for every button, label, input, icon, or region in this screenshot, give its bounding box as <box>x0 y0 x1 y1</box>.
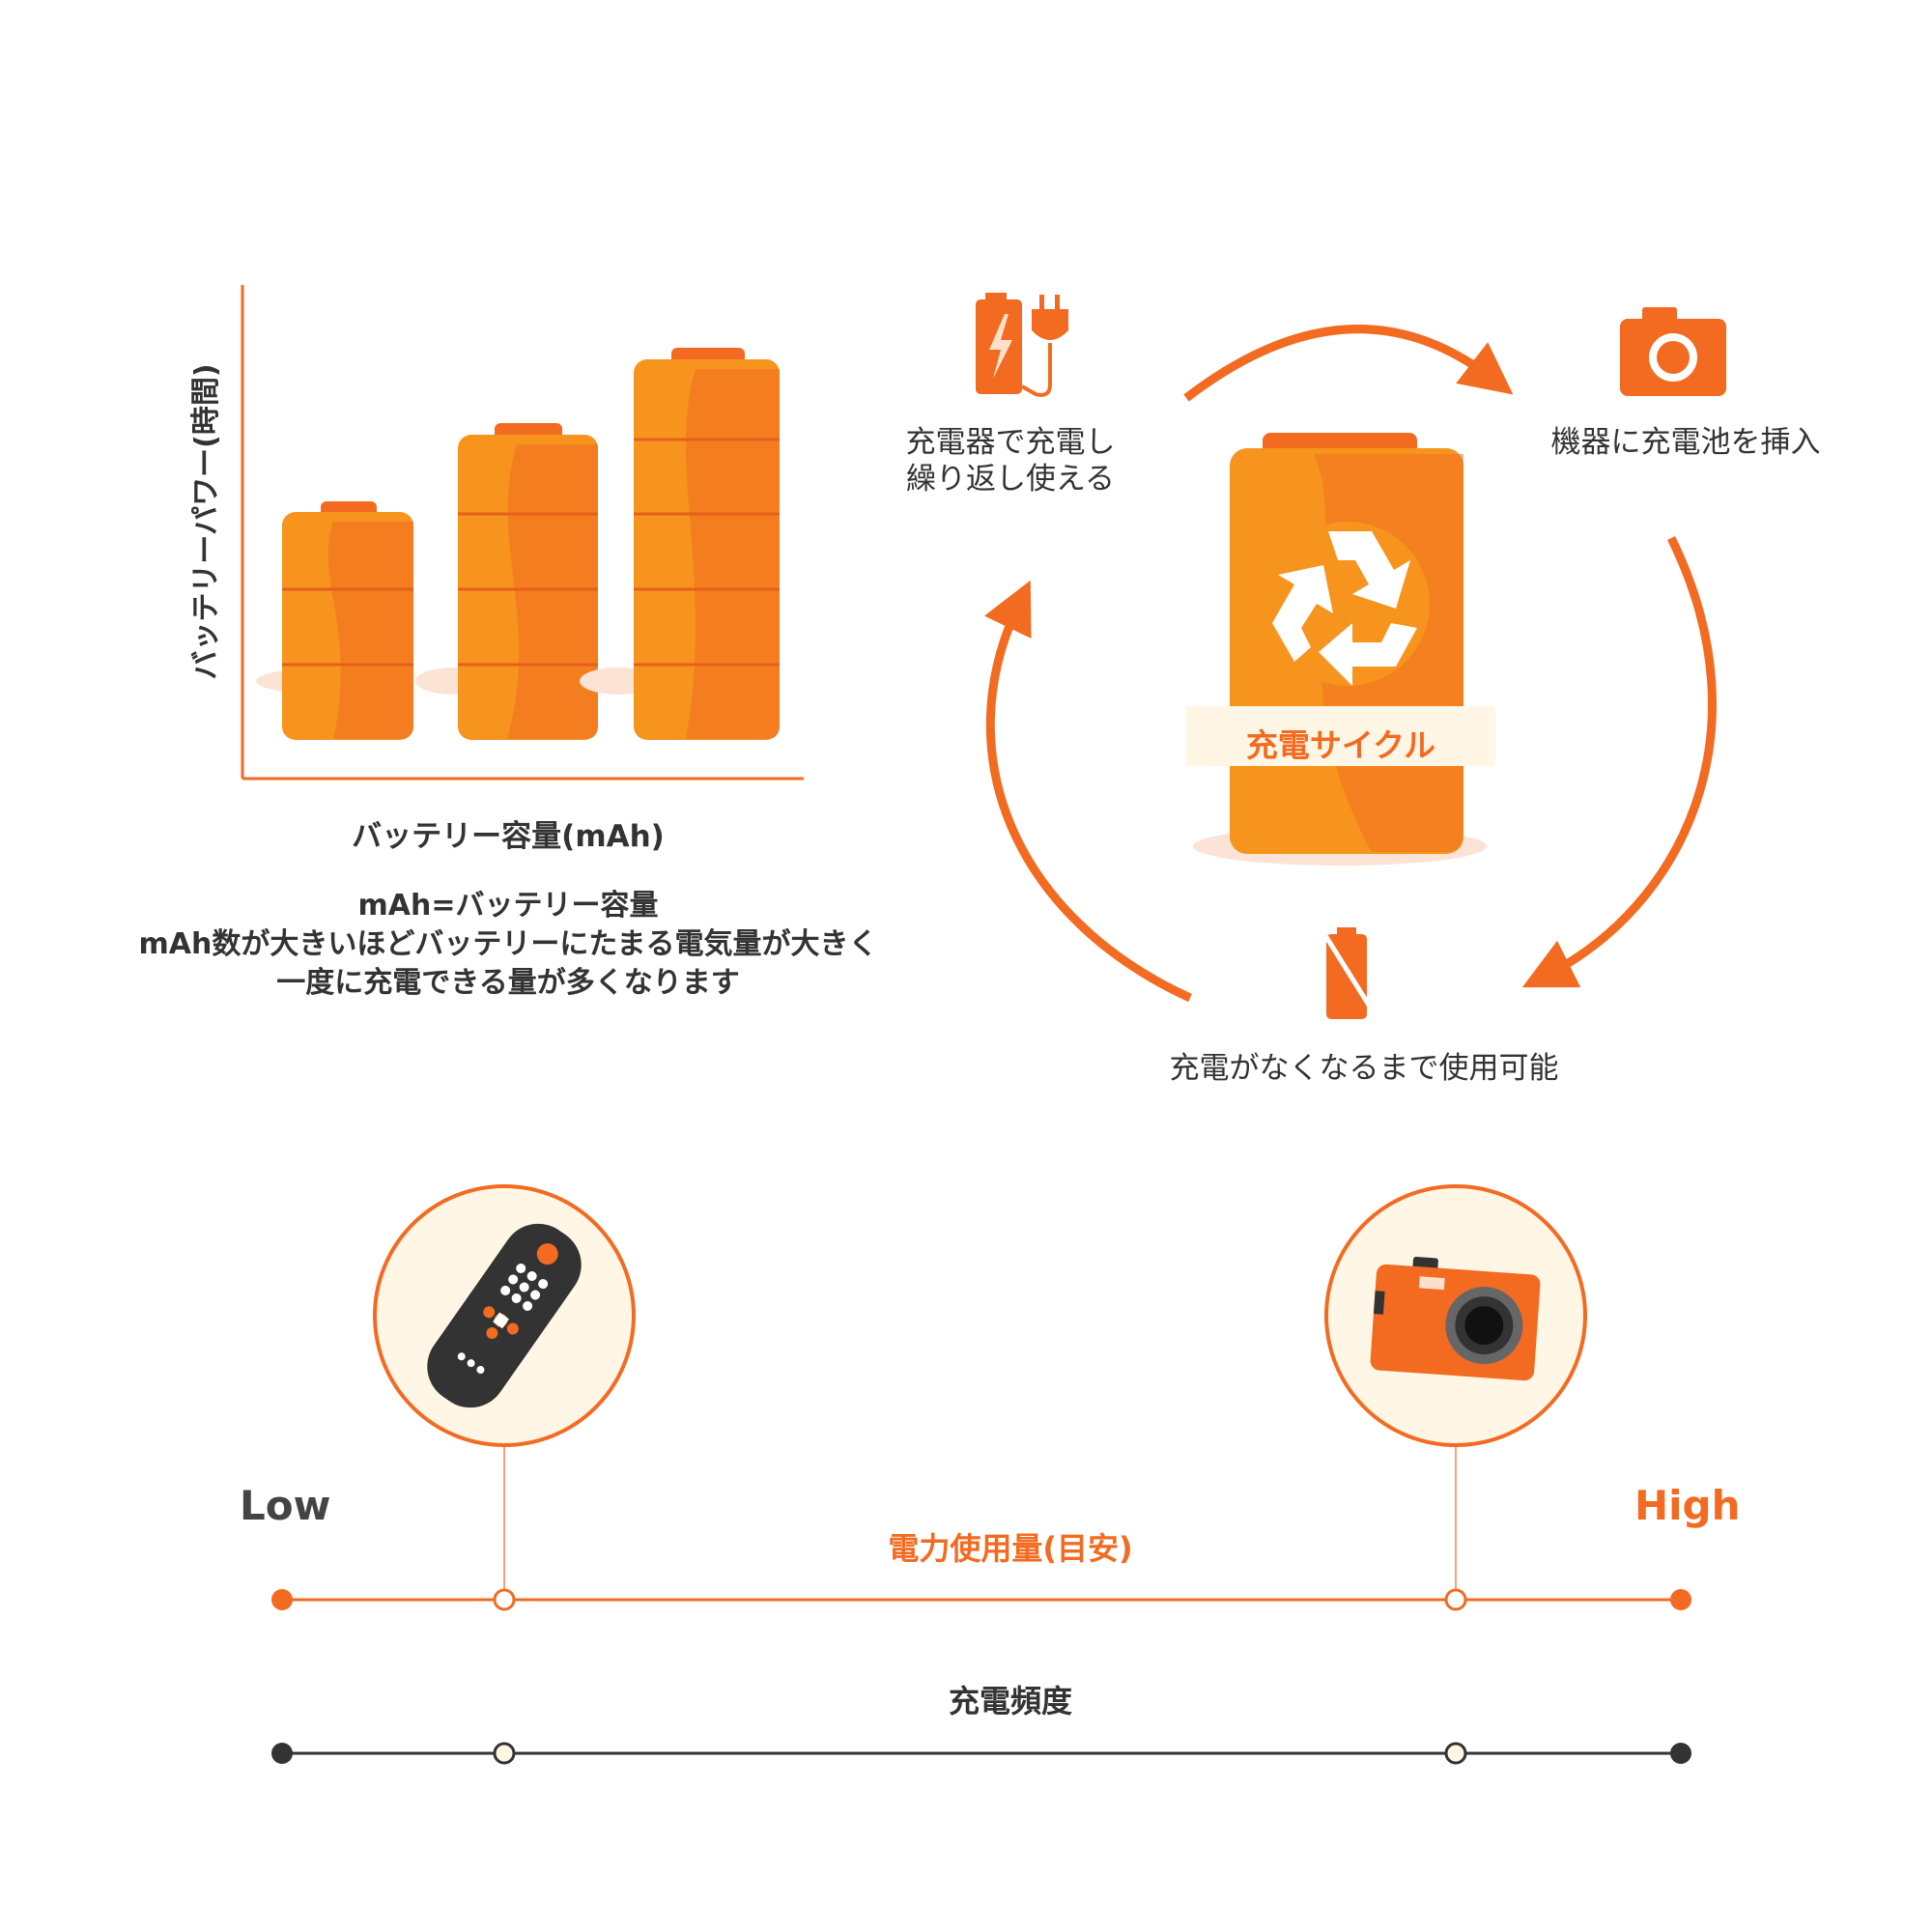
charge-cycle-graphic <box>976 293 1726 1019</box>
cycle-step-insert: 機器に充電池を挿入 <box>1550 425 1821 460</box>
scale-high-label: High <box>1634 1482 1741 1529</box>
charge-frequency-label: 充電頻度 <box>948 1683 1073 1719</box>
remote-control-icon <box>373 1184 636 1447</box>
battery-large <box>580 348 780 740</box>
power-usage-label: 電力使用量(目安) <box>888 1530 1133 1567</box>
battery-medium <box>415 423 598 740</box>
battery-small <box>256 501 413 740</box>
cycle-label-box <box>1186 706 1495 766</box>
cycle-step-charge-line-2: 繰り返し使える <box>905 462 1116 497</box>
scale-low-label: Low <box>240 1482 331 1529</box>
capacity-note-line-2: mAh数が大きいほどバッテリーにたまる電気量が大きく <box>138 927 878 961</box>
cycle-step-charge-line-1: 充電器で充電し <box>905 425 1116 460</box>
capacity-note-line-1: mAh=バッテリー容量 <box>357 889 659 923</box>
cycle-arrow-top <box>1183 325 1514 402</box>
cycle-arrow-right <box>1521 536 1717 988</box>
capacity-chart-xlabel: バッテリー容量(mAh) <box>352 819 665 854</box>
empty-battery-icon <box>1323 927 1373 1019</box>
cycle-battery <box>1186 433 1495 866</box>
camera-icon <box>1620 307 1726 396</box>
cycle-center-label: 充電サイクル <box>1245 726 1436 764</box>
capacity-note-line-3: 一度に充電できる量が多くなります <box>276 966 740 1000</box>
cycle-step-use: 充電がなくなるまで使用可能 <box>1169 1051 1559 1086</box>
battery-charging-plug-icon <box>976 293 1068 397</box>
capacity-chart-graphic <box>241 285 804 781</box>
camera-device-icon <box>1324 1184 1587 1447</box>
recycle-icon <box>1265 522 1430 686</box>
cycle-arrow-left <box>983 580 1192 1003</box>
